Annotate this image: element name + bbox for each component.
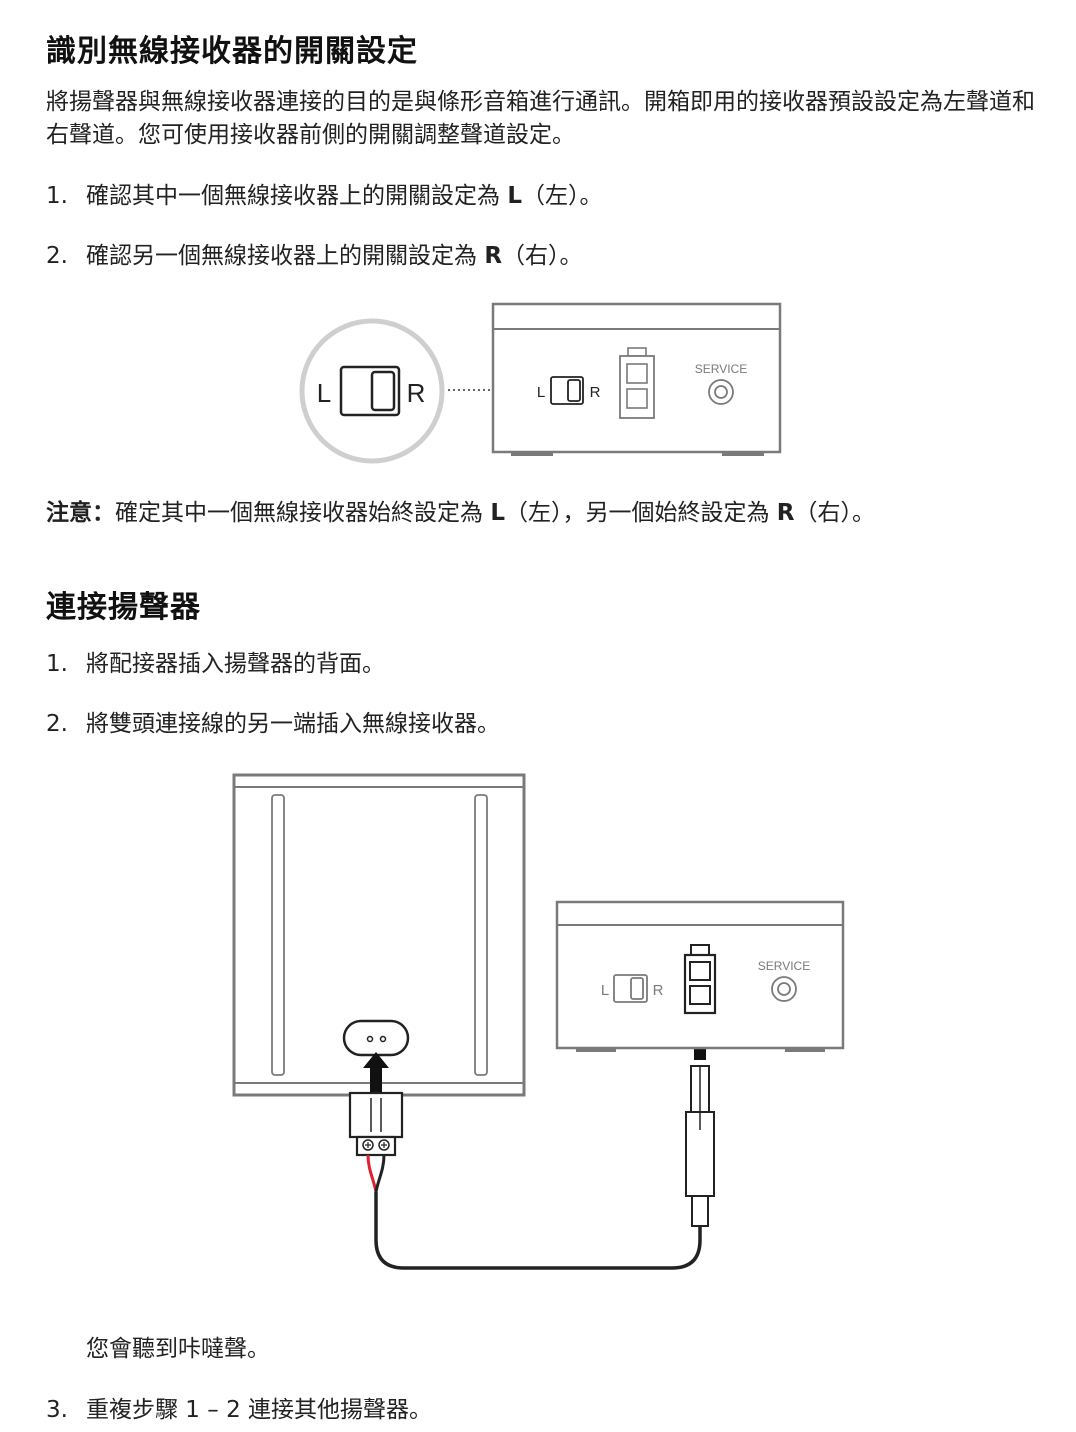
receiver-label-right: R xyxy=(653,982,664,999)
switch-diagram: L R L R SERVICE xyxy=(299,302,782,464)
note-key: L xyxy=(490,500,505,526)
step-number: 2. xyxy=(46,243,68,269)
socket-pin xyxy=(379,1035,387,1043)
service-port-inner xyxy=(714,385,728,399)
port-slot xyxy=(689,961,711,981)
step-suffix: （左）。 xyxy=(521,183,603,209)
receiver-switch-knob xyxy=(630,977,644,1000)
click-result: 您會聽到咔噠聲。 xyxy=(86,1336,270,1362)
receiver-label-right: R xyxy=(590,384,601,401)
step-number: 1. xyxy=(46,183,68,209)
section-title-connect: 連接揚聲器 xyxy=(46,590,201,625)
port-slot xyxy=(626,363,648,384)
arrow-up-icon xyxy=(363,1052,389,1068)
port-slot xyxy=(689,985,711,1005)
step-key: L xyxy=(507,183,522,209)
receiver-foot xyxy=(511,452,553,456)
note-label: 注意： xyxy=(46,500,115,526)
step-number: 2. xyxy=(46,711,68,737)
receiver-foot xyxy=(722,452,764,456)
receiver-label-left: L xyxy=(537,384,545,401)
step-number: 1. xyxy=(46,651,68,677)
section-title-switch: 識別無線接收器的開關設定 xyxy=(46,34,418,69)
cable xyxy=(374,1192,702,1270)
adapter-top xyxy=(348,1091,404,1139)
service-label: SERVICE xyxy=(758,959,810,973)
speaker-rail xyxy=(474,794,488,1076)
socket-pin xyxy=(366,1035,374,1043)
note-key: R xyxy=(776,500,795,526)
receiver-foot xyxy=(576,1048,616,1052)
note-text: （左），另一個始終設定為 xyxy=(504,500,777,526)
note-text: （右）。 xyxy=(794,500,876,526)
step-suffix: （右）。 xyxy=(502,243,583,269)
step-2: 2. 確認另一個無線接收器上的開關設定為 R（右）。 xyxy=(46,240,583,272)
wire-black xyxy=(374,1154,386,1193)
receiver-foot xyxy=(785,1048,825,1052)
service-port-inner xyxy=(777,982,791,996)
step-3: 3. 重複步驟 1 – 2 連接其他揚聲器。 xyxy=(46,1394,432,1426)
note: 注意：確定其中一個無線接收器始終設定為 L（左），另一個始終設定為 R（右）。 xyxy=(46,497,875,529)
port-slot xyxy=(626,388,648,409)
step-2: 2. 將雙頭連接線的另一端插入無線接收器。 xyxy=(46,708,500,740)
port-tab xyxy=(690,944,710,956)
step-text: 確認其中一個無線接收器上的開關設定為 xyxy=(86,183,508,209)
step-text: 將配接器插入揚聲器的背面。 xyxy=(86,651,385,677)
step-number: 3. xyxy=(46,1397,68,1423)
arrow-shaft xyxy=(370,1064,382,1092)
connection-diagram: L R SERVICE xyxy=(232,773,845,1270)
step-1: 1. 確認其中一個無線接收器上的開關設定為 L（左）。 xyxy=(46,180,602,212)
wire-red xyxy=(366,1154,378,1193)
zoom-switch-knob xyxy=(370,370,396,412)
speaker-socket xyxy=(342,1019,410,1057)
speaker-rail xyxy=(271,794,285,1076)
service-label: SERVICE xyxy=(695,362,747,376)
note-text: 確定其中一個無線接收器始終設定為 xyxy=(115,500,491,526)
step-text: 將雙頭連接線的另一端插入無線接收器。 xyxy=(86,711,500,737)
receiver-label-left: L xyxy=(601,982,609,999)
receiver-switch-knob xyxy=(567,379,581,402)
zoom-label-left: L xyxy=(317,378,331,408)
step-text: 確認另一個無線接收器上的開關設定為 xyxy=(86,243,485,269)
plug-strain-relief xyxy=(691,1195,709,1227)
port-tab xyxy=(627,347,647,357)
zoom-label-right: R xyxy=(407,378,426,408)
intro-paragraph: 將揚聲器與無線接收器連接的目的是與條形音箱進行通訊。開箱即用的接收器預設設定為左… xyxy=(46,89,1035,148)
step-key: R xyxy=(484,243,503,269)
step-text: 重複步驟 1 – 2 連接其他揚聲器。 xyxy=(86,1397,433,1423)
step-1: 1. 將配接器插入揚聲器的背面。 xyxy=(46,648,385,680)
